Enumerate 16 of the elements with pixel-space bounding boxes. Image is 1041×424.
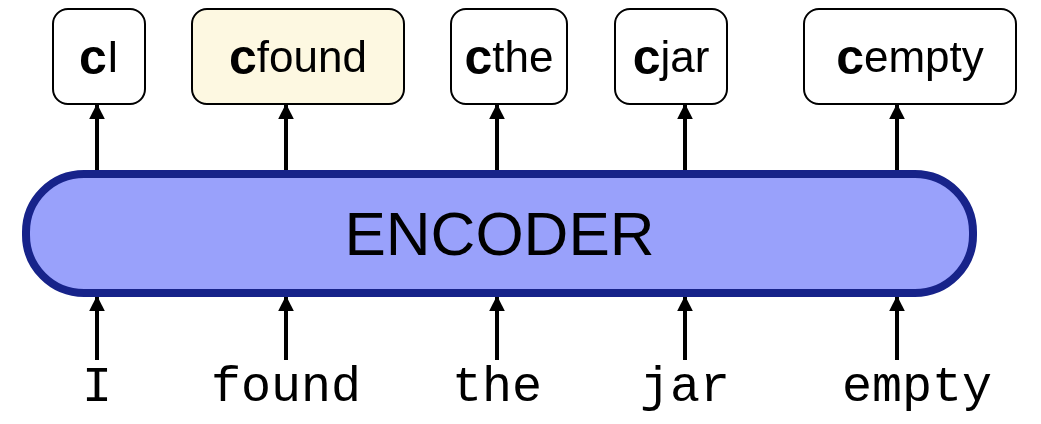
arrow [89, 295, 105, 360]
arrow [677, 295, 693, 360]
arrow [278, 103, 294, 170]
input-word: I [57, 360, 137, 415]
arrow [489, 295, 505, 360]
input-word: empty [817, 360, 1017, 415]
input-word: found [186, 360, 386, 415]
arrow [89, 103, 105, 170]
arrow [677, 103, 693, 170]
input-word: jar [625, 360, 745, 415]
arrow [889, 295, 905, 360]
input-word: the [437, 360, 557, 415]
arrow [889, 103, 905, 170]
arrow [489, 103, 505, 170]
encoder-block: ENCODER [22, 170, 977, 297]
arrow [278, 295, 294, 360]
